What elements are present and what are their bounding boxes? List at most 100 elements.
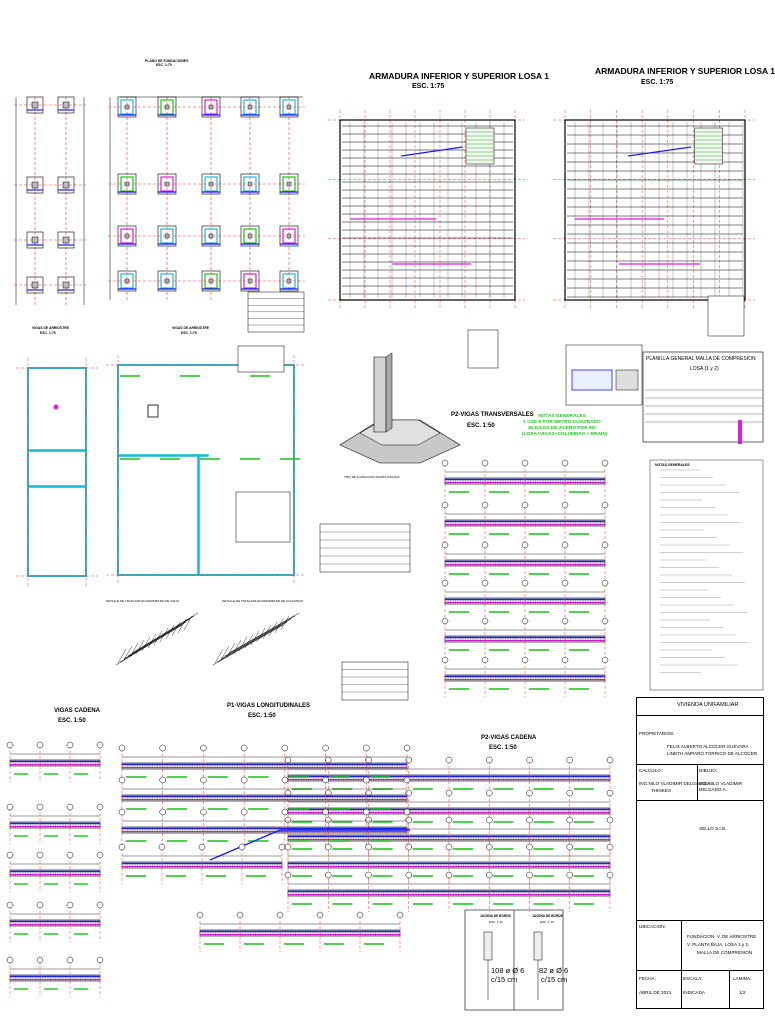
axis-bubble (240, 776, 248, 784)
stirrup (214, 648, 224, 664)
calc-label: CALCULO: (639, 768, 662, 773)
stirrup (244, 633, 254, 649)
axis-bubble (200, 744, 207, 752)
footing (279, 96, 299, 118)
axis-bubble (481, 617, 489, 625)
schedule-table (235, 491, 291, 543)
green-note-line: 50 KILOS DE ACERO POR M2 (528, 426, 596, 431)
tie-beam (27, 485, 87, 488)
footing-rebar (243, 273, 257, 289)
column (164, 233, 170, 239)
p1-longitudinal-beams-drawing (118, 744, 411, 952)
axis-bubble (486, 816, 493, 824)
stirrup (238, 636, 248, 652)
detail-bar (216, 621, 288, 663)
footing (117, 96, 137, 118)
column-detail-right-scale: ESC. 1:10 (540, 920, 554, 924)
axis-bubble (281, 744, 289, 752)
axis-bubble (566, 816, 573, 824)
axis-bubble (441, 579, 449, 587)
axis-bubble (445, 871, 453, 879)
axis-bubble (96, 956, 104, 964)
footing (117, 173, 137, 195)
detail-bar (228, 612, 300, 654)
general-notes-drawing (565, 344, 764, 691)
detail-right-caption: DETALLE DE TRASLAPE EN PERIMETRO DE COLU… (222, 599, 304, 603)
column-detail-left-value: 108 ø Ø 6 (491, 966, 525, 975)
axis-bubble (561, 459, 569, 467)
column (286, 104, 292, 110)
section-marker (147, 404, 159, 418)
axis-bubble (236, 911, 244, 919)
stair (465, 127, 495, 165)
axis-bubble (159, 744, 166, 752)
column-detail-right-value: 82 ø Ø 6 (539, 966, 569, 975)
column (247, 181, 253, 187)
footing-rebar (282, 228, 296, 244)
p2-transversal-title: P2-VIGAS TRANSVERSALES (451, 412, 534, 418)
axis-bubble (198, 843, 206, 851)
axis-bubble (118, 776, 126, 784)
column (286, 278, 292, 284)
stirrup (262, 624, 272, 640)
axis-bubble (561, 579, 569, 587)
detail-bar (115, 624, 183, 666)
tie-beams-right-scale: ESC. 1:75 (181, 331, 197, 335)
axis-bubble (6, 901, 14, 909)
footing-rebar (120, 273, 134, 289)
chain-beams-title: VIGAS CADENA (54, 708, 101, 714)
sheet-label: LAMINA: (733, 976, 752, 981)
axis-bubble (322, 776, 329, 784)
axis-bubble (118, 808, 126, 816)
axis-bubble (276, 911, 284, 919)
axis-bubble (36, 901, 44, 909)
column-side (385, 352, 393, 433)
column (62, 236, 70, 244)
axis-bubble (6, 803, 14, 811)
axis-bubble (6, 956, 14, 964)
axis-bubble (240, 808, 248, 816)
footing (57, 276, 75, 294)
axis-bubble (481, 501, 489, 509)
footing-rebar (282, 273, 296, 289)
axis-bubble (403, 744, 411, 752)
axis-bubble (521, 459, 529, 467)
stirrup (159, 627, 169, 643)
footing-rebar (204, 99, 218, 115)
isolated-footing-3d-drawing (339, 352, 461, 464)
footing (57, 176, 75, 194)
stirrup (226, 642, 236, 658)
footing (157, 173, 177, 195)
axis-bubble (396, 911, 404, 919)
date-label: FECHA: (639, 976, 656, 981)
content-1: FUNDACION, V. DE ARRIOSTRE (687, 934, 757, 939)
mesh-plan-title: PLANILLA GENERAL MALLA DE COMPRESION (646, 356, 756, 362)
stirrup (135, 639, 145, 655)
column-marker (53, 404, 59, 410)
footing-rebar (282, 176, 296, 192)
green-notes: NOTAS GENERALES 1 USE 5 POR METRO CUADRA… (522, 414, 608, 438)
axis-bubble (526, 871, 533, 879)
axis-bubble (526, 816, 533, 824)
green-note-line: (LOSA+VIGAS+COLUMNAS + DRAIN) (522, 432, 608, 437)
slab-outline (564, 119, 746, 301)
p2-transversal-scale: ESC. 1:50 (467, 423, 495, 429)
column (62, 281, 70, 289)
axis-bubble (284, 843, 292, 851)
foundation-plan-scale: ESC. 1:75 (156, 63, 172, 67)
stirrup (280, 615, 290, 631)
schedule-table (237, 345, 285, 373)
mesh-plan-sub: LOSA (1 y 2) (690, 366, 719, 372)
axis-bubble (6, 851, 14, 859)
p2-transversal-beams-drawing (441, 459, 609, 697)
footing-rebar (160, 176, 174, 192)
axis-bubble (365, 816, 372, 824)
axis-bubble (281, 808, 289, 816)
axis-bubble (66, 956, 74, 964)
axis-bubble (606, 756, 614, 764)
axis-bubble (445, 789, 453, 797)
column (247, 233, 253, 239)
slab-reinforcement-right-drawing (553, 110, 755, 337)
sheet-value: 1/2 (739, 990, 746, 995)
axis-bubble (36, 803, 44, 811)
